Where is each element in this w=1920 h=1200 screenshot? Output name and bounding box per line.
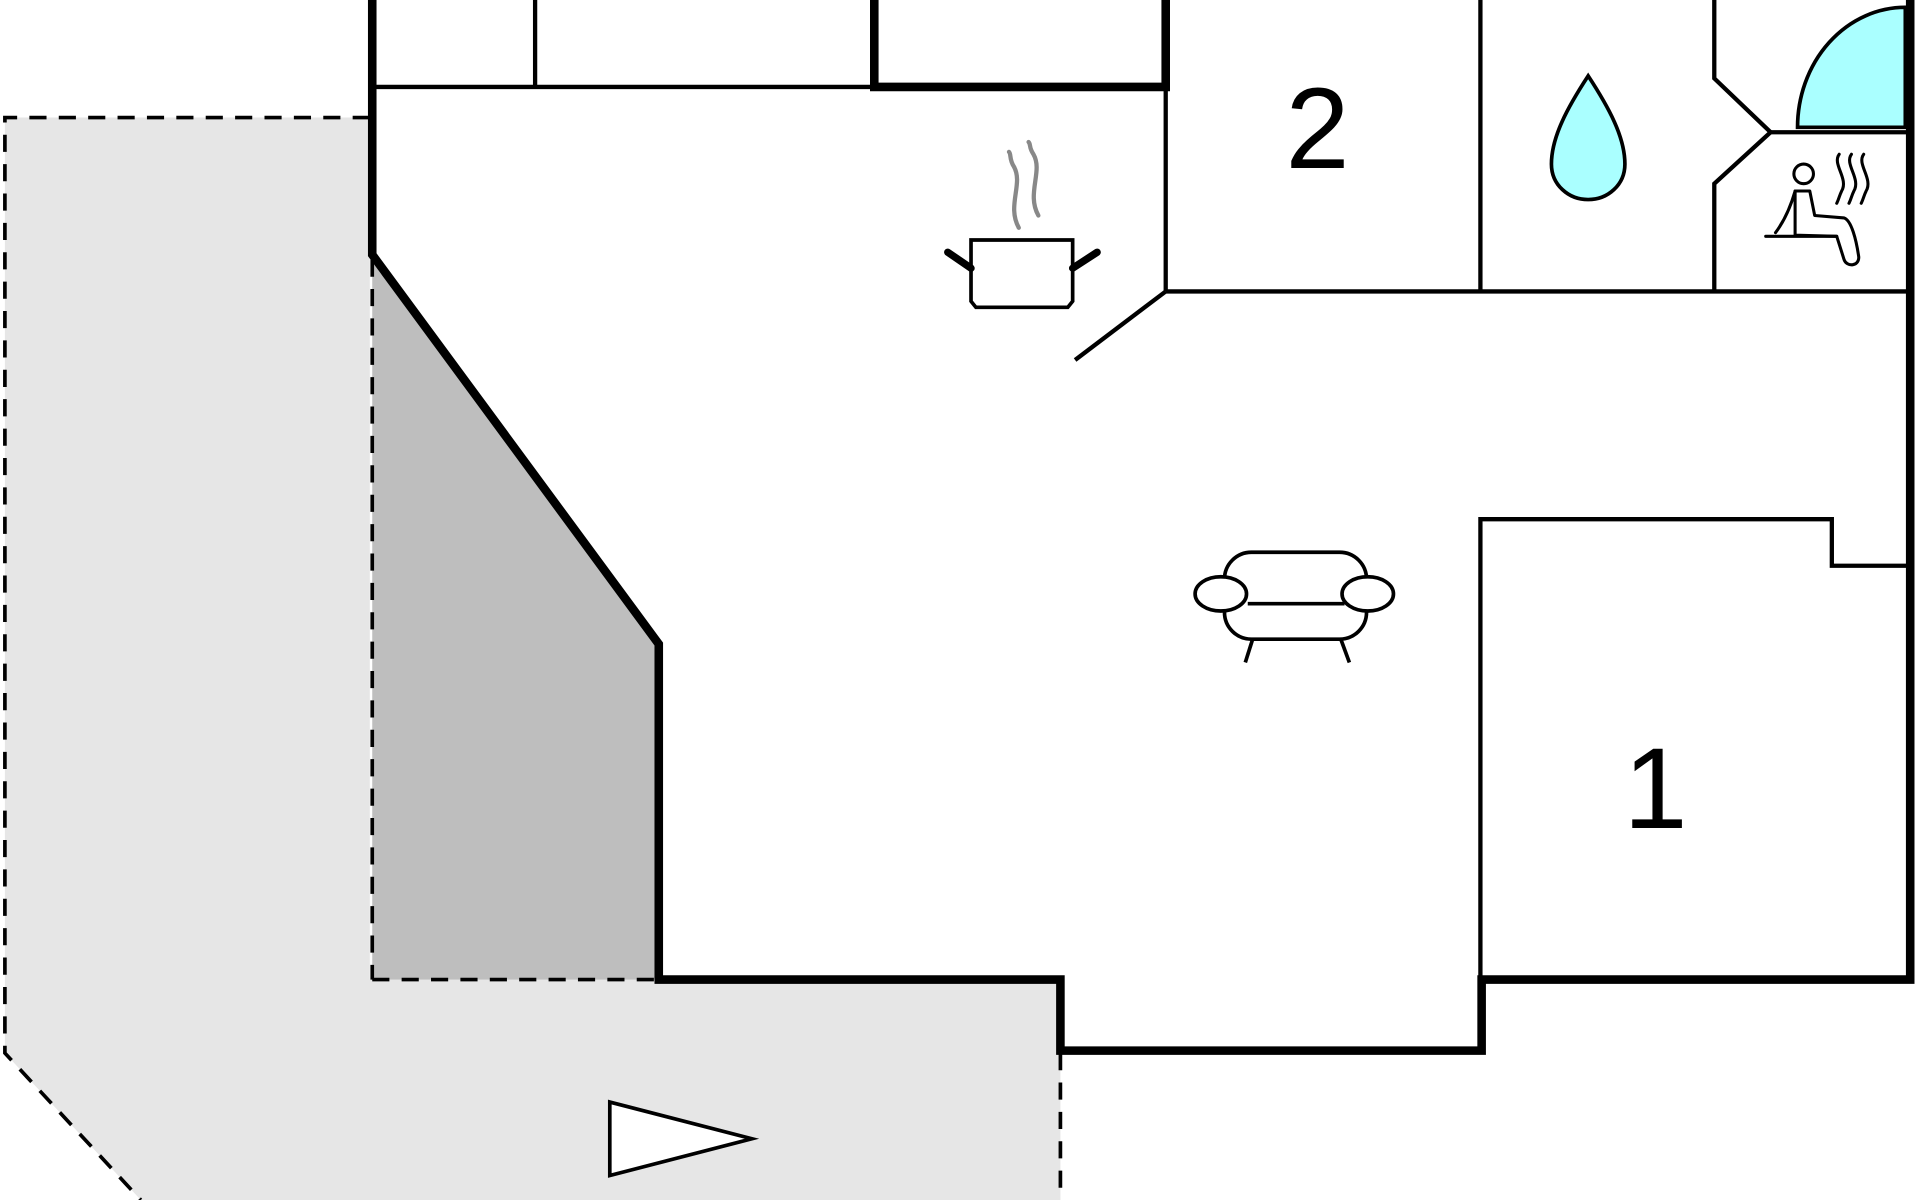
building-interior [372,0,1911,1051]
terrace-area [4,117,1061,1200]
bedroom-1-number: 1 [1624,725,1688,853]
sofa-icon [1193,550,1396,664]
terrace-boundary [3,115,1063,1200]
covered-terrace-area [372,254,659,980]
sauna-person-icon [1764,152,1870,267]
interior-walls [372,0,1911,980]
entrance-arrow-icon [607,1099,760,1178]
cooking-pot-icon [944,139,1101,310]
bedroom-2-number: 2 [1286,65,1350,193]
exterior-walls [367,0,1915,1055]
shower-icon [1795,5,1908,130]
water-drop-icon [1549,72,1627,202]
